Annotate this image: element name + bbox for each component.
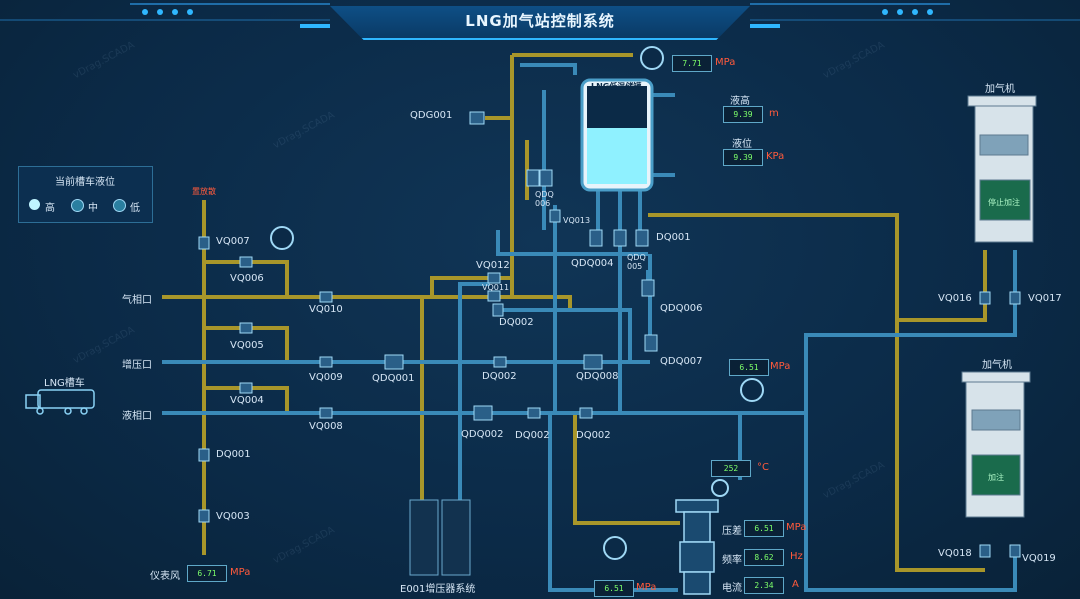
legend-low-label: 低 (130, 203, 140, 214)
line-pressure-unit: MPa (770, 361, 791, 372)
valve-glyphs (198, 111, 1021, 558)
frequency-unit: Hz (790, 551, 803, 562)
temperature-unit: °C (757, 462, 769, 473)
legend-mid-label: 中 (88, 203, 98, 214)
blue-pipes (162, 63, 1017, 592)
valve-vq019[interactable]: VQ019 (1022, 553, 1056, 564)
truck-icon (25, 389, 95, 415)
current-value: 2.34 (744, 577, 784, 594)
dispenser-1-body (967, 95, 1037, 243)
diff-pressure-unit: MPa (786, 522, 807, 533)
pump-unit (675, 499, 719, 595)
diff-pressure-value: 6.51 (744, 520, 784, 537)
temperature-value: 252 (711, 460, 751, 477)
dispenser-1-title: 加气机 (985, 84, 1015, 95)
vent-label: 置放散 (192, 187, 216, 196)
line-pressure-value: 6.51 (729, 359, 769, 376)
valve-qdq002[interactable]: QDQ002 (461, 429, 504, 440)
valve-dq002-mid[interactable]: DQ002 (482, 371, 517, 382)
gas-phase-port-label: 气相口 (122, 295, 152, 306)
page-title: LNG加气站控制系统 (465, 12, 615, 30)
vaporizer-label: E001增压器系统 (400, 584, 476, 595)
gauges (270, 46, 764, 560)
valve-vq008[interactable]: VQ008 (309, 421, 343, 432)
diff-pressure-label: 压差 (722, 526, 742, 537)
valve-vq017[interactable]: VQ017 (1028, 293, 1062, 304)
current-unit: A (792, 579, 799, 590)
valve-vq006[interactable]: VQ006 (230, 273, 264, 284)
header-decoration (0, 3, 1080, 28)
valve-vq003[interactable]: VQ003 (216, 511, 250, 522)
valve-vq016[interactable]: VQ016 (938, 293, 972, 304)
level-kpa-label: 液位 (732, 139, 752, 150)
level-kpa-value: 9.39 (723, 149, 763, 166)
dispenser-2-title: 加气机 (982, 360, 1012, 371)
legend-high-label: 高 (45, 203, 55, 214)
truck-level-legend: 当前槽车液位 高 中 低 (18, 166, 153, 223)
valve-qdq004[interactable]: QDQ004 (571, 258, 614, 269)
level-high-indicator (29, 199, 40, 210)
valve-dq001-left[interactable]: DQ001 (216, 449, 251, 460)
current-label: 电流 (722, 583, 742, 594)
valve-vq012[interactable]: VQ012 (476, 260, 510, 271)
pump-pressure-value: 6.51 (594, 580, 634, 597)
dispenser-2-body (961, 371, 1031, 518)
frequency-label: 频率 (722, 555, 742, 566)
valve-dq002-low-a[interactable]: DQ002 (515, 430, 550, 441)
dispenser-2-status[interactable]: 加注 (988, 473, 1004, 482)
valve-vq004[interactable]: VQ004 (230, 395, 264, 406)
valve-vq005[interactable]: VQ005 (230, 340, 264, 351)
legend-title: 当前槽车液位 (55, 177, 115, 188)
valve-vq011[interactable]: VQ011 (482, 283, 510, 292)
instrument-air-label: 仪表风 (150, 571, 180, 582)
level-height-value: 9.39 (723, 106, 763, 123)
valve-qdg001[interactable]: QDG001 (410, 110, 453, 121)
valve-vq007[interactable]: VQ007 (216, 236, 250, 247)
valve-vq009[interactable]: VQ009 (309, 372, 343, 383)
tank-label: LNG低温储罐 (591, 82, 642, 91)
valve-dq002-upper[interactable]: DQ002 (499, 317, 534, 328)
valve-qdq001[interactable]: QDQ001 (372, 373, 415, 384)
valve-vq010[interactable]: VQ010 (309, 304, 343, 315)
frequency-value: 8.62 (744, 549, 784, 566)
valve-qdq005[interactable]: QDQ 005 (627, 253, 646, 271)
pump-pressure-unit: MPa (636, 582, 657, 593)
header-bar (330, 6, 750, 40)
valve-vq018[interactable]: VQ018 (938, 548, 972, 559)
tank-pressure-value: 7.71 (672, 55, 712, 72)
boost-port-label: 增压口 (122, 360, 152, 371)
lng-tank (580, 78, 654, 192)
valve-dq002-low-b[interactable]: DQ002 (576, 430, 611, 441)
instrument-air-unit: MPa (230, 567, 251, 578)
instrument-air-value: 6.71 (187, 565, 227, 582)
level-kpa-unit: KPa (766, 151, 785, 162)
truck-label: LNG槽车 (44, 378, 85, 389)
dispenser-1-status[interactable]: 停止加注 (988, 198, 1020, 207)
valve-vq013[interactable]: VQ013 (563, 216, 591, 225)
gold-pipes (162, 53, 987, 572)
valve-qdq006-upper[interactable]: QDQ 006 (535, 190, 554, 208)
valve-qdq006[interactable]: QDQ006 (660, 303, 703, 314)
vaporizer-unit (409, 499, 471, 576)
level-mid-indicator (71, 199, 84, 212)
valve-qdq007[interactable]: QDQ007 (660, 356, 703, 367)
level-low-indicator (113, 199, 126, 212)
level-height-unit: m (769, 108, 779, 119)
liquid-phase-port-label: 液相口 (122, 411, 152, 422)
valve-qdq008[interactable]: QDQ008 (576, 371, 619, 382)
level-height-label: 液高 (730, 96, 750, 107)
tank-pressure-unit: MPa (715, 57, 736, 68)
valve-dq001-right[interactable]: DQ001 (656, 232, 691, 243)
